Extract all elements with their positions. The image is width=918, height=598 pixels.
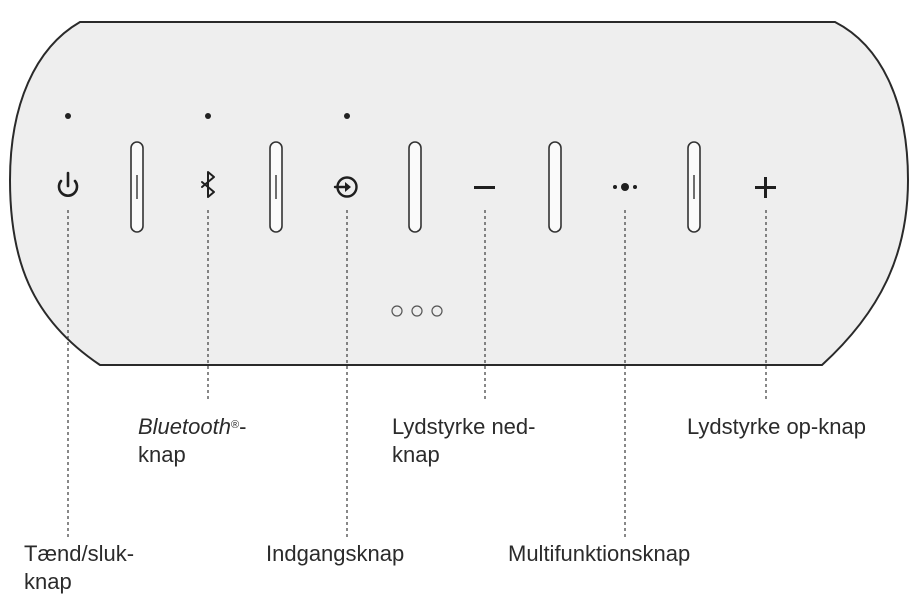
power-label-line2: knap	[24, 569, 72, 594]
input-icon[interactable]	[333, 176, 358, 198]
volume-up-label-line1: Lydstyrke op-knap	[687, 414, 866, 439]
slot-4	[548, 141, 562, 233]
power-icon[interactable]	[57, 171, 79, 197]
bluetooth-indicator-dot	[205, 113, 211, 119]
volume-down-label: Lydstyrke ned- knap	[392, 413, 535, 469]
input-label-line1: Indgangsknap	[266, 541, 405, 566]
input-label: Indgangsknap	[266, 540, 404, 568]
three-circles-icon	[391, 305, 443, 317]
multifunction-label: Multifunktionsknap	[508, 540, 690, 568]
power-label-line1: Tænd/sluk-	[24, 541, 135, 566]
volume-up-label: Lydstyrke op-knap	[687, 413, 866, 441]
slot-5	[687, 141, 701, 233]
bluetooth-brand-text: Bluetooth	[138, 414, 231, 439]
registered-mark: ®	[230, 419, 240, 431]
power-indicator-dot	[65, 113, 71, 119]
bluetooth-label: Bluetooth®- knap	[138, 413, 246, 469]
slot-3	[408, 141, 422, 233]
minus-icon[interactable]	[474, 186, 495, 189]
slot-2	[269, 141, 283, 233]
multifunction-label-line1: Multifunktionsknap	[508, 541, 691, 566]
bluetooth-label-line2: knap	[138, 442, 186, 467]
plus-icon[interactable]	[755, 177, 776, 198]
power-label: Tænd/sluk- knap	[24, 540, 134, 596]
multifunction-dots-icon[interactable]	[613, 183, 637, 191]
volume-down-label-line1: Lydstyrke ned-	[392, 414, 536, 439]
bluetooth-suffix: -	[239, 414, 247, 439]
speaker-body	[8, 21, 910, 366]
volume-down-label-line2: knap	[392, 442, 440, 467]
slot-1	[130, 141, 144, 233]
bluetooth-icon[interactable]	[201, 171, 215, 198]
input-indicator-dot	[344, 113, 350, 119]
